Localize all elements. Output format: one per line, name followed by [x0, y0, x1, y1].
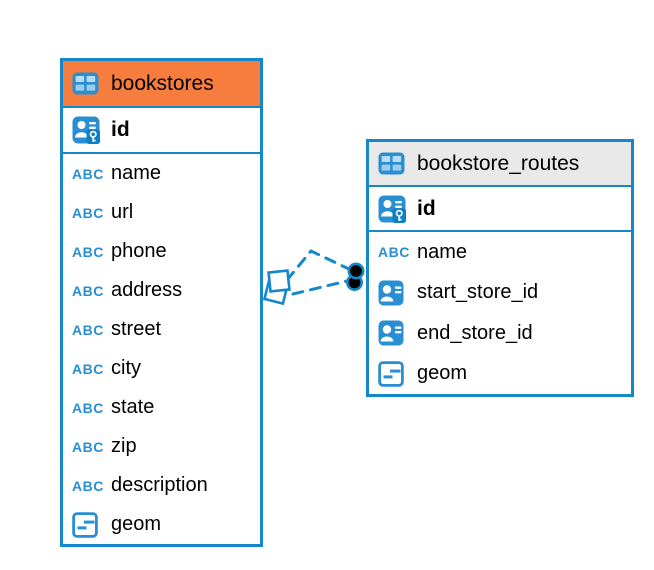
column-label: id — [111, 118, 130, 141]
column-row[interactable]: ABC state — [63, 388, 260, 427]
text-type-icon: ABC — [72, 477, 104, 494]
relationship-line-1[interactable] — [285, 249, 351, 282]
column-label: street — [111, 318, 162, 340]
table-title: bookstore_routes — [417, 151, 580, 175]
column-label: start_store_id — [417, 281, 539, 304]
text-type-icon: ABC — [378, 244, 410, 261]
column-label: state — [111, 396, 155, 418]
relationship-line-2[interactable] — [291, 279, 349, 296]
column-label: geom — [111, 513, 162, 535]
column-label: name — [417, 240, 468, 263]
text-type-icon: ABC — [72, 243, 104, 260]
relationship-target-marker[interactable] — [345, 262, 365, 291]
column-label: address — [111, 279, 183, 301]
text-type-icon: ABC — [72, 399, 104, 416]
column-row[interactable]: ABC phone — [63, 232, 260, 271]
foreign-key-icon — [378, 280, 408, 306]
column-row-id[interactable]: id — [369, 187, 631, 232]
column-label: zip — [111, 435, 137, 457]
text-type-icon: ABC — [72, 321, 104, 338]
text-type-icon: ABC — [72, 282, 104, 299]
column-label: id — [417, 196, 436, 220]
column-row[interactable]: ABC city — [63, 349, 260, 388]
column-label: city — [111, 357, 141, 379]
column-label: name — [111, 162, 162, 184]
text-type-icon: ABC — [72, 360, 104, 377]
text-type-icon: ABC — [72, 204, 104, 221]
column-label: url — [111, 201, 134, 223]
column-row[interactable]: ABC name — [63, 154, 260, 193]
column-label: end_store_id — [417, 321, 533, 344]
column-label: phone — [111, 240, 167, 262]
primary-key-icon — [378, 195, 408, 223]
table-bookstores[interactable]: bookstores id ABC name ABC url ABC phone… — [60, 58, 263, 547]
text-type-icon: ABC — [72, 165, 104, 182]
table-icon — [378, 152, 408, 175]
column-row[interactable]: geom — [369, 354, 631, 395]
primary-key-icon — [72, 116, 102, 144]
foreign-key-icon — [378, 320, 408, 346]
geometry-type-icon — [72, 512, 102, 538]
geometry-type-icon — [378, 361, 408, 387]
column-row[interactable]: ABC address — [63, 271, 260, 310]
table-bookstores-header[interactable]: bookstores — [63, 61, 260, 108]
column-row[interactable]: geom — [63, 505, 260, 544]
column-label: description — [111, 474, 208, 496]
column-row[interactable]: ABC url — [63, 193, 260, 232]
column-row[interactable]: ABC description — [63, 466, 260, 505]
table-icon — [72, 72, 102, 95]
column-row[interactable]: end_store_id — [369, 313, 631, 354]
column-row-id[interactable]: id — [63, 108, 260, 154]
column-label: geom — [417, 362, 468, 385]
table-bookstore-routes-header[interactable]: bookstore_routes — [369, 142, 631, 187]
table-bookstore-routes[interactable]: bookstore_routes id ABC name start_store… — [366, 139, 634, 397]
table-title: bookstores — [111, 71, 214, 95]
column-row[interactable]: start_store_id — [369, 273, 631, 314]
text-type-icon: ABC — [72, 438, 104, 455]
column-row[interactable]: ABC zip — [63, 427, 260, 466]
column-row[interactable]: ABC name — [369, 232, 631, 273]
column-row[interactable]: ABC street — [63, 310, 260, 349]
relationship-source-marker[interactable] — [262, 269, 291, 306]
